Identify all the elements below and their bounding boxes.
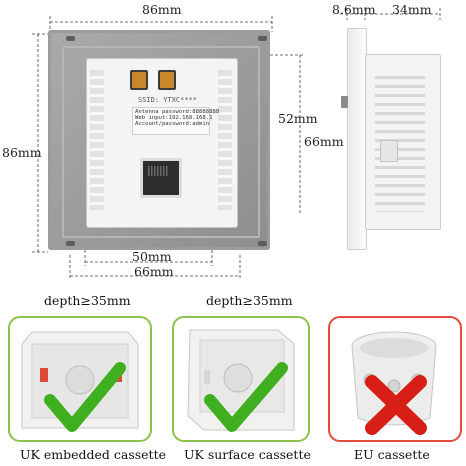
front-depth-label: 8.6mm: [332, 2, 376, 17]
screw-hole: [258, 241, 267, 246]
cross-icon: [365, 375, 427, 435]
ethernet-port: [140, 158, 182, 198]
side-face-plate: [347, 28, 367, 250]
cassette-card-eu: [328, 316, 462, 442]
module-rib-right: [218, 70, 232, 210]
width-label: 86mm: [142, 2, 182, 17]
screw-hole: [66, 36, 75, 41]
screw-hole: [66, 241, 75, 246]
inner-height-label: 52mm: [278, 111, 318, 126]
ethernet-port-contacts: [148, 166, 168, 176]
height-label: 86mm: [2, 145, 42, 160]
plate-frame: [62, 46, 260, 238]
cassette-1-depth-label: depth≥35mm: [44, 293, 131, 308]
cassette-card-uk-embedded: [8, 316, 152, 442]
cassette-3-caption: EU cassette: [354, 447, 430, 462]
ssid-text: SSID: YTXC****: [138, 96, 198, 104]
cassette-card-uk-surface: [172, 316, 310, 442]
module-width-label: 50mm: [132, 249, 172, 264]
cassette-1-caption: UK embedded cassette: [20, 447, 166, 462]
sticker-line: Account/password:admin: [135, 121, 210, 127]
side-tab: [380, 140, 398, 162]
sticker-line: Web input:192.168.168.1: [135, 115, 213, 121]
cassette-2-caption: UK surface cassette: [184, 447, 311, 462]
power-terminal-left: [130, 70, 148, 90]
module-height-label: 66mm: [304, 134, 344, 149]
inner-width-label: 66mm: [134, 264, 174, 279]
sticker-line: Antenna password:88888888: [135, 109, 220, 115]
screw-hole: [258, 36, 267, 41]
cassette-2-depth-label: depth≥35mm: [206, 293, 293, 308]
check-icon: [44, 362, 126, 432]
module-rib-left: [90, 70, 104, 210]
back-depth-label: 34mm: [392, 2, 432, 17]
power-terminal-right: [158, 70, 176, 90]
check-icon: [204, 362, 288, 432]
side-button: [341, 96, 348, 108]
info-sticker: Antenna password:88888888 Web input:192.…: [132, 107, 220, 135]
